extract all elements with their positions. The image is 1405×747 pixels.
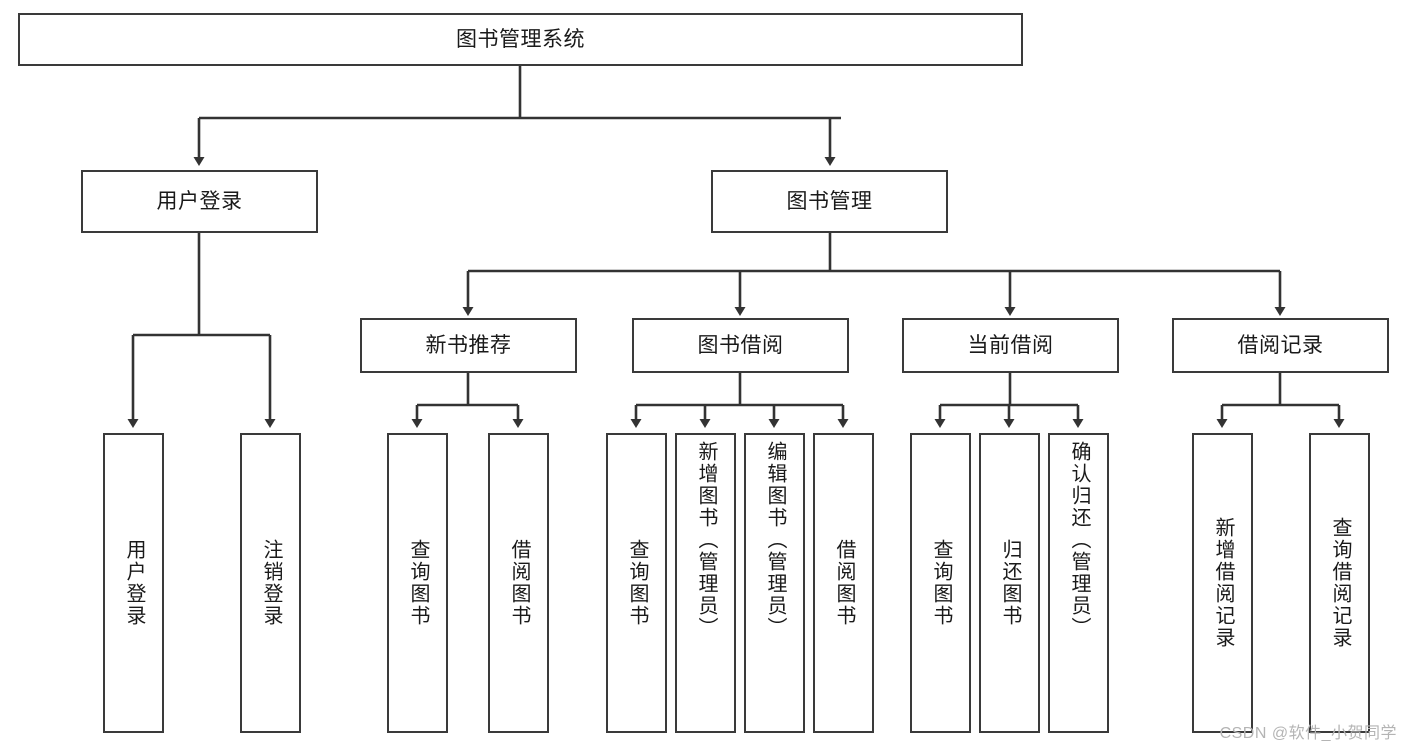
leaf-return-book[interactable]: 归还图书: [979, 433, 1040, 733]
leaf-query-book-current[interactable]: 查询图书: [910, 433, 971, 733]
leaf-query-book-recommend[interactable]: 查询图书: [387, 433, 448, 733]
node-label: 图书管理系统: [456, 27, 585, 51]
node-label: 用户登录: [156, 189, 243, 213]
node-new-book-recommend[interactable]: 新书推荐: [360, 318, 577, 373]
node-label: 借阅记录: [1237, 333, 1324, 357]
node-book-management[interactable]: 图书管理: [711, 170, 948, 233]
node-label: 借阅图书: [833, 539, 855, 627]
leaf-user-login[interactable]: 用户登录: [103, 433, 164, 733]
node-label: 图书管理: [786, 189, 873, 213]
node-root-book-management-system[interactable]: 图书管理系统: [18, 13, 1023, 66]
leaf-borrow-book-recommend[interactable]: 借阅图书: [488, 433, 549, 733]
node-label: 查询图书: [626, 539, 648, 627]
node-label: 当前借阅: [967, 333, 1054, 357]
node-borrow-record[interactable]: 借阅记录: [1172, 318, 1389, 373]
leaf-borrow-book[interactable]: 借阅图书: [813, 433, 874, 733]
node-label: 新书推荐: [425, 333, 512, 357]
node-label: 编辑图书（管理员）: [764, 441, 786, 639]
leaf-edit-book-admin[interactable]: 编辑图书（管理员）: [744, 433, 805, 733]
leaf-logout[interactable]: 注销登录: [240, 433, 301, 733]
node-label: 图书借阅: [697, 333, 784, 357]
node-label: 归还图书: [999, 539, 1021, 627]
node-current-borrow[interactable]: 当前借阅: [902, 318, 1119, 373]
node-label: 确认归还（管理员）: [1068, 441, 1090, 639]
node-book-borrow[interactable]: 图书借阅: [632, 318, 849, 373]
leaf-add-book-admin[interactable]: 新增图书（管理员）: [675, 433, 736, 733]
node-label: 新增借阅记录: [1212, 517, 1234, 649]
node-label: 查询图书: [407, 539, 429, 627]
leaf-query-borrow-record[interactable]: 查询借阅记录: [1309, 433, 1370, 733]
node-label: 新增图书（管理员）: [695, 441, 717, 639]
leaf-query-book-borrow[interactable]: 查询图书: [606, 433, 667, 733]
node-label: 查询借阅记录: [1329, 517, 1351, 649]
node-user-login[interactable]: 用户登录: [81, 170, 318, 233]
node-label: 借阅图书: [508, 539, 530, 627]
leaf-confirm-return-admin[interactable]: 确认归还（管理员）: [1048, 433, 1109, 733]
watermark: CSDN @软件_小贺同学: [1219, 725, 1397, 742]
node-label: 用户登录: [123, 539, 145, 627]
node-label: 注销登录: [260, 539, 282, 627]
leaf-add-borrow-record[interactable]: 新增借阅记录: [1192, 433, 1253, 733]
node-label: 查询图书: [930, 539, 952, 627]
